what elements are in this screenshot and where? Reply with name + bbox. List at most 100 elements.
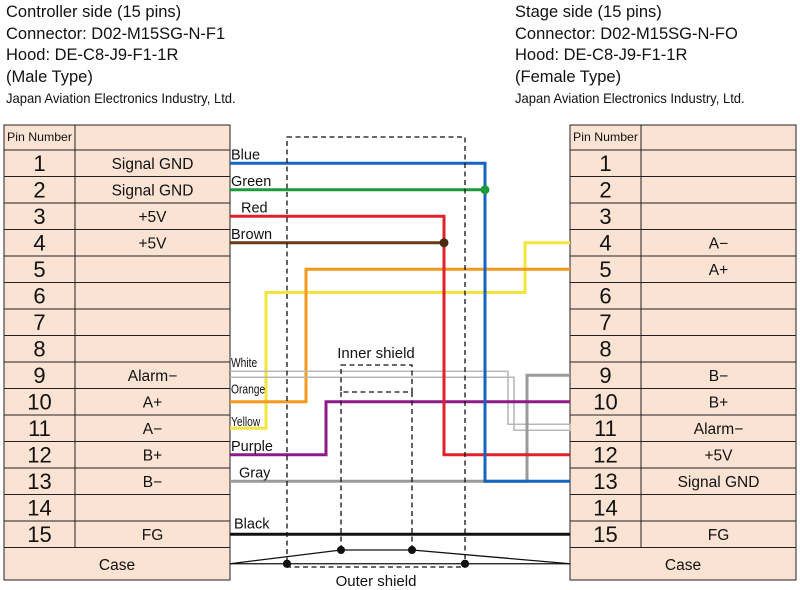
right-pin-signal: Alarm− [694, 421, 744, 438]
right-pin-number: 12 [593, 442, 617, 467]
right-pin-number: 7 [599, 310, 611, 335]
left-pin-signal: Alarm− [128, 368, 178, 385]
right-pin-number: 8 [599, 336, 611, 361]
left-pin-number: 1 [33, 151, 45, 176]
wire-white [230, 370, 571, 432]
junction-dot [480, 185, 490, 195]
left-pin-number: 12 [27, 442, 51, 467]
wire-labels: BlueGreenRedBrownWhiteOrangeYellowPurple… [231, 147, 273, 532]
right-pin-number: 9 [599, 363, 611, 388]
wire-label-red: Red [241, 200, 268, 216]
wire-label-green: Green [231, 174, 271, 190]
right-pin-signal: FG [708, 527, 730, 544]
wire-purple [230, 400, 570, 457]
right-pin-number: 10 [593, 389, 617, 414]
right-pin-number: 4 [599, 230, 611, 255]
right-case-label: Case [665, 557, 701, 574]
stage-manufacturer: Japan Aviation Electronics Industry, Ltd… [515, 90, 745, 106]
wires [230, 161, 571, 536]
left-case-label: Case [99, 557, 135, 574]
controller-type: (Male Type) [6, 67, 93, 86]
left-pin-signal: FG [142, 527, 164, 544]
left-pin-number: 7 [33, 310, 45, 335]
right-pin-signal: A− [709, 235, 728, 252]
junction-dot [439, 238, 449, 248]
stage-type: (Female Type) [515, 67, 622, 86]
left-pin-number: 14 [27, 495, 51, 520]
right-pin-number: 1 [599, 151, 611, 176]
wire-label-gray: Gray [239, 465, 271, 481]
outer-shield-label: Outer shield [336, 573, 417, 590]
wire-orange [230, 267, 570, 404]
controller-manufacturer: Japan Aviation Electronics Industry, Ltd… [6, 90, 236, 106]
stage-header: Stage side (15 pins) Connector: D02-M15S… [515, 2, 762, 108]
left-pin-number: 10 [27, 389, 51, 414]
case-shield-lines [229, 549, 571, 565]
wire-label-purple: Purple [231, 439, 273, 455]
shield-junction-dot [461, 559, 469, 568]
wire-label-black: Black [234, 516, 270, 532]
right-pin-number: 14 [593, 495, 617, 520]
left-table-frame [3, 124, 231, 581]
left-pin-number: 11 [28, 416, 51, 441]
right-pin-signal: A+ [709, 262, 728, 279]
left-pin-number: 3 [33, 204, 45, 229]
wire-label-orange: Orange [231, 384, 265, 397]
left-pin-number: 4 [33, 230, 45, 255]
left-pin-signal: B+ [143, 447, 162, 464]
right-pin-number: 3 [599, 204, 611, 229]
wire-label-brown: Brown [231, 227, 272, 243]
wire-yellow [230, 241, 570, 430]
controller-hood: Hood: DE-C8-J9-F1-1R [6, 46, 179, 64]
left-pin-signal: A+ [143, 394, 162, 411]
wire-blue [230, 161, 570, 483]
right-pin-signal: B− [709, 368, 728, 385]
left-pin-number: 6 [33, 283, 45, 308]
left-pin-number: 8 [33, 336, 45, 361]
left-pin-number: 2 [33, 177, 45, 202]
wire-red [230, 214, 570, 457]
right-pin-signal: +5V [704, 447, 733, 464]
right-table-frame [569, 124, 797, 581]
left-pin-signal: B− [143, 474, 162, 491]
right-pin-number: 13 [593, 469, 617, 494]
stage-connector: Connector: D02-M15SG-N-FO [515, 24, 738, 43]
left-pin-signal: Signal GND [112, 182, 194, 199]
outer-shield-outline [286, 136, 466, 568]
controller-title: Controller side (15 pins) [6, 3, 182, 21]
shield-junction-dot [337, 546, 345, 554]
right-pin-signal: Signal GND [678, 474, 760, 491]
wire-gray [230, 373, 570, 483]
right-pin-number: 11 [594, 416, 617, 441]
right-pin-number: 6 [599, 283, 611, 308]
left-pin-number: 5 [33, 257, 45, 282]
left-pin-number: 9 [33, 363, 45, 388]
shield-drain-line [229, 549, 571, 565]
inner-shield-label: Inner shield [337, 345, 415, 362]
inner-shield-outline [340, 364, 413, 393]
controller-header: Controller side (15 pins) Connector: D02… [6, 2, 253, 108]
right-pin-number: 5 [599, 257, 611, 282]
right-pin-number: 2 [599, 177, 611, 202]
right-header-pin-number: Pin Number [573, 130, 638, 144]
right-pin-signal: B+ [709, 394, 728, 411]
left-pin-number: 15 [27, 522, 51, 547]
left-pin-signal: +5V [138, 235, 167, 252]
stage-title: Stage side (15 pins) [515, 3, 662, 21]
wire-label-white: White [231, 357, 257, 370]
left-pin-signal: A− [143, 421, 162, 438]
right-pin-number: 15 [593, 522, 617, 547]
shield-junction-dot [283, 559, 291, 568]
shield-junction-dot [408, 546, 416, 554]
left-pin-signal: +5V [138, 209, 167, 226]
wire-label-yellow: Yellow [231, 416, 261, 429]
stage-hood: Hood: DE-C8-J9-F1-1R [515, 46, 688, 64]
controller-connector: Connector: D02-M15SG-N-F1 [6, 24, 226, 43]
left-pin-number: 13 [27, 469, 51, 494]
left-header-pin-number: Pin Number [7, 130, 72, 144]
left-pin-signal: Signal GND [112, 156, 194, 173]
wire-label-blue: Blue [231, 147, 260, 163]
